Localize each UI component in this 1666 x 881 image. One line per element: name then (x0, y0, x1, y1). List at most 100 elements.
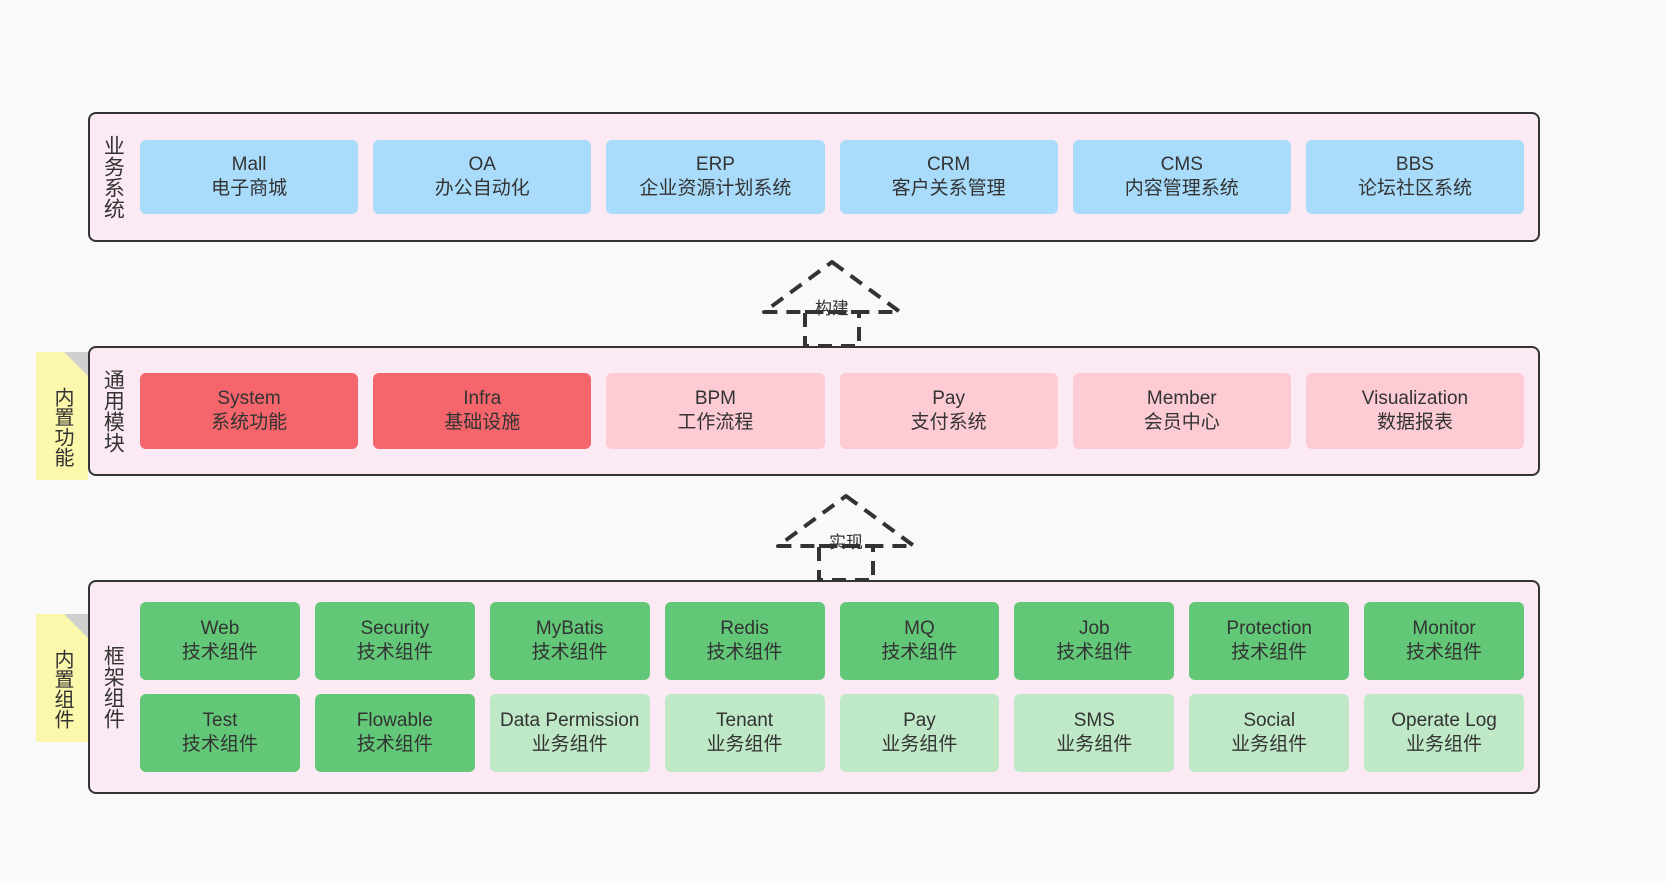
card-job[interactable]: Job 技术组件 (1014, 602, 1175, 680)
card-title: System (217, 387, 281, 409)
note-text: 内置功能 (51, 387, 73, 467)
connector-label: 实现 (829, 533, 863, 552)
card-subtitle: 技术组件 (356, 642, 433, 663)
card-mq[interactable]: MQ 技术组件 (839, 602, 1000, 680)
generalization-arrow-icon (776, 494, 916, 582)
card-subtitle: 客户关系管理 (891, 178, 1006, 199)
card-title: SMS (1073, 709, 1115, 731)
connector-label: 构建 (815, 299, 849, 318)
card-monitor[interactable]: Monitor 技术组件 (1364, 602, 1524, 680)
card-title: Pay (932, 387, 965, 409)
card-row: System 系统功能 Infra 基础设施 BPM 工作流程 Pay 支付系统… (140, 373, 1525, 449)
card-security[interactable]: Security 技术组件 (314, 602, 475, 680)
card-subtitle: 内容管理系统 (1124, 178, 1239, 199)
card-subtitle: 业务组件 (1406, 734, 1483, 755)
card-title: OA (468, 153, 496, 175)
card-subtitle: 技术组件 (181, 642, 258, 663)
card-title: ERP (695, 153, 735, 175)
card-redis[interactable]: Redis 技术组件 (664, 602, 825, 680)
card-mybatis[interactable]: MyBatis 技术组件 (489, 602, 650, 680)
card-subtitle: 工作流程 (677, 412, 754, 433)
layer-body-common-module: System 系统功能 Infra 基础设施 BPM 工作流程 Pay 支付系统… (134, 348, 1538, 474)
layer-body-business-system: Mall 电子商城 OA 办公自动化 ERP 企业资源计划系统 CRM 客户关系… (134, 114, 1538, 240)
layer-title-business-system: 业务系统 (101, 135, 125, 219)
card-tenant[interactable]: Tenant 业务组件 (664, 694, 825, 772)
card-system[interactable]: System 系统功能 (140, 373, 359, 449)
layer-title-framework-component: 框架组件 (101, 645, 125, 729)
card-title: Operate Log (1391, 709, 1497, 731)
layer-common-module: 通用模块 System 系统功能 Infra 基础设施 BPM 工作流程 Pay… (88, 346, 1540, 476)
card-subtitle: 业务组件 (531, 734, 608, 755)
card-row: Mall 电子商城 OA 办公自动化 ERP 企业资源计划系统 CRM 客户关系… (140, 140, 1525, 214)
card-web[interactable]: Web 技术组件 (140, 602, 300, 680)
card-subtitle: 技术组件 (881, 642, 958, 663)
card-title: MyBatis (535, 617, 604, 639)
card-subtitle: 会员中心 (1143, 412, 1220, 433)
card-title: Infra (463, 387, 502, 409)
card-pay[interactable]: Pay 支付系统 (839, 373, 1058, 449)
card-subtitle: 支付系统 (910, 412, 987, 433)
card-title: Protection (1226, 617, 1312, 639)
layer-framework-component: 框架组件 Web 技术组件 Security 技术组件 MyBatis 技术组件… (88, 580, 1540, 794)
card-operate-log[interactable]: Operate Log 业务组件 (1364, 694, 1524, 772)
card-title: Redis (720, 617, 769, 639)
card-subtitle: 技术组件 (531, 642, 608, 663)
note-text: 内置组件 (51, 649, 73, 729)
card-cms[interactable]: CMS 内容管理系统 (1072, 140, 1291, 214)
card-subtitle: 数据报表 (1376, 412, 1453, 433)
card-title: Member (1146, 387, 1217, 409)
card-subtitle: 办公自动化 (434, 178, 530, 199)
card-sms[interactable]: SMS 业务组件 (1014, 694, 1175, 772)
card-subtitle: 技术组件 (181, 734, 258, 755)
layer-title-common-module: 通用模块 (101, 369, 125, 453)
card-subtitle: 电子商城 (211, 178, 288, 199)
card-crm[interactable]: CRM 客户关系管理 (839, 140, 1058, 214)
card-subtitle: 业务组件 (706, 734, 783, 755)
card-subtitle: 业务组件 (881, 734, 958, 755)
card-subtitle: 企业资源计划系统 (639, 178, 792, 199)
card-title: Social (1243, 709, 1296, 731)
card-pay-business[interactable]: Pay 业务组件 (839, 694, 1000, 772)
card-title: BPM (694, 387, 737, 409)
card-title: Data Permission (499, 709, 640, 731)
card-oa[interactable]: OA 办公自动化 (373, 140, 592, 214)
card-infra[interactable]: Infra 基础设施 (373, 373, 592, 449)
card-bpm[interactable]: BPM 工作流程 (606, 373, 825, 449)
card-title: Test (202, 709, 238, 731)
card-visualization[interactable]: Visualization 数据报表 (1305, 373, 1525, 449)
card-erp[interactable]: ERP 企业资源计划系统 (606, 140, 825, 214)
card-subtitle: 业务组件 (1056, 734, 1133, 755)
card-title: Monitor (1412, 617, 1476, 639)
layer-business-system: 业务系统 Mall 电子商城 OA 办公自动化 ERP 企业资源计划系统 CRM… (88, 112, 1540, 242)
card-row: Test 技术组件 Flowable 技术组件 Data Permission … (140, 694, 1524, 772)
card-data-permission[interactable]: Data Permission 业务组件 (489, 694, 650, 772)
card-member[interactable]: Member 会员中心 (1072, 373, 1291, 449)
card-flowable[interactable]: Flowable 技术组件 (314, 694, 475, 772)
card-subtitle: 论坛社区系统 (1357, 178, 1472, 199)
card-title: Mall (231, 153, 267, 175)
card-title: Tenant (716, 709, 774, 731)
card-subtitle: 技术组件 (1406, 642, 1483, 663)
note-fold-corner-icon (64, 614, 88, 638)
card-mall[interactable]: Mall 电子商城 (140, 140, 359, 214)
card-bbs[interactable]: BBS 论坛社区系统 (1305, 140, 1525, 214)
card-social[interactable]: Social 业务组件 (1189, 694, 1350, 772)
card-test[interactable]: Test 技术组件 (140, 694, 300, 772)
connector-implement: 实现 (766, 490, 926, 582)
generalization-arrow-icon (762, 260, 902, 348)
card-title: Flowable (356, 709, 433, 731)
card-title: CMS (1160, 153, 1203, 175)
layer-body-framework-component: Web 技术组件 Security 技术组件 MyBatis 技术组件 Redi… (134, 582, 1538, 792)
note-builtin-component: 内置组件 (36, 614, 88, 742)
card-title: CRM (926, 153, 971, 175)
card-subtitle: 业务组件 (1231, 734, 1308, 755)
card-title: Web (200, 617, 240, 639)
card-subtitle: 基础设施 (444, 412, 521, 433)
note-fold-corner-icon (64, 352, 88, 376)
card-title: Pay (903, 709, 936, 731)
card-protection[interactable]: Protection 技术组件 (1189, 602, 1350, 680)
card-subtitle: 技术组件 (1231, 642, 1308, 663)
card-subtitle: 系统功能 (211, 412, 288, 433)
card-subtitle: 技术组件 (1056, 642, 1133, 663)
